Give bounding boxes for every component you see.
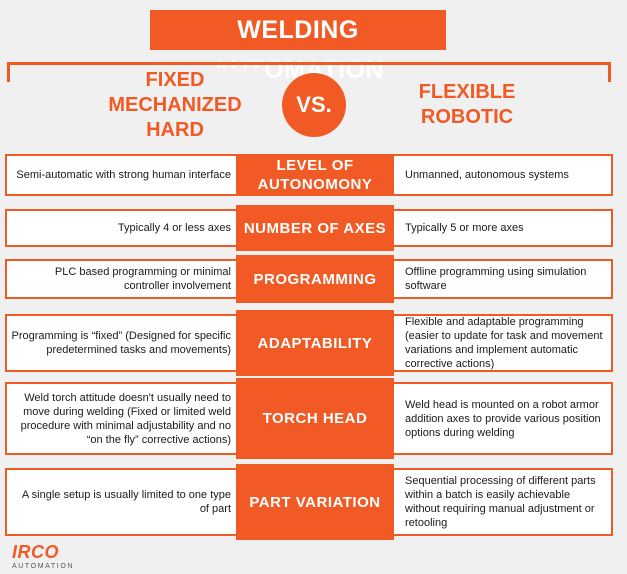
row-label: PART VARIATION: [236, 464, 394, 540]
flexible-description: Weld head is mounted on a robot armor ad…: [405, 398, 601, 439]
flexible-description: Sequential processing of different parts…: [405, 475, 596, 529]
comparison-row-part-variation: A single setup is usually limited to one…: [5, 464, 613, 540]
comparison-row-programming: PLC based programming or minimal control…: [5, 255, 613, 303]
comparison-row-adaptability: Programming is “fixed” (Designed for spe…: [5, 310, 613, 376]
row-label: NUMBER OF AXES: [236, 205, 394, 251]
comparison-row-torch-head: Weld torch attitude doesn't usually need…: [5, 378, 613, 459]
fixed-description: Typically 4 or less axes: [117, 222, 231, 234]
page-title: WELDING AUTOMATION: [150, 10, 446, 84]
flexible-description: Flexible and adaptable programming (easi…: [405, 316, 603, 370]
vs-badge: VS.: [282, 73, 346, 137]
logo-subtitle: AUTOMATION: [12, 563, 75, 570]
fixed-description: PLC based programming or minimal control…: [54, 266, 231, 292]
fixed-description: Semi-automatic with strong human interfa…: [16, 169, 231, 181]
flexible-description: Offline programming using simulation sof…: [405, 266, 587, 292]
flexible-description: Typically 5 or more axes: [405, 222, 524, 234]
comparison-row-autonomy: Semi-automatic with strong human interfa…: [5, 154, 613, 196]
flexible-description: Unmanned, autonomous systems: [405, 169, 569, 181]
fixed-description: A single setup is usually limited to one…: [21, 489, 231, 515]
flexible-heading: FLEXIBLE ROBOTIC: [392, 80, 542, 130]
logo-wordmark: IRCO: [12, 542, 59, 562]
row-label: LEVEL OF AUTONOMONY: [236, 154, 394, 196]
fixed-description: Weld torch attitude doesn't usually need…: [20, 391, 231, 446]
row-label: PROGRAMMING: [236, 255, 394, 303]
header-bracket: [7, 62, 611, 82]
comparison-row-axes: Typically 4 or less axes NUMBER OF AXES …: [5, 205, 613, 251]
fixed-description: Programming is “fixed” (Designed for spe…: [11, 330, 231, 356]
fixed-heading: FIXED MECHANIZED HARD: [90, 68, 260, 143]
irco-logo: IRCO AUTOMATION: [12, 543, 72, 572]
row-label: ADAPTABILITY: [236, 310, 394, 376]
row-label: TORCH HEAD: [236, 378, 394, 459]
